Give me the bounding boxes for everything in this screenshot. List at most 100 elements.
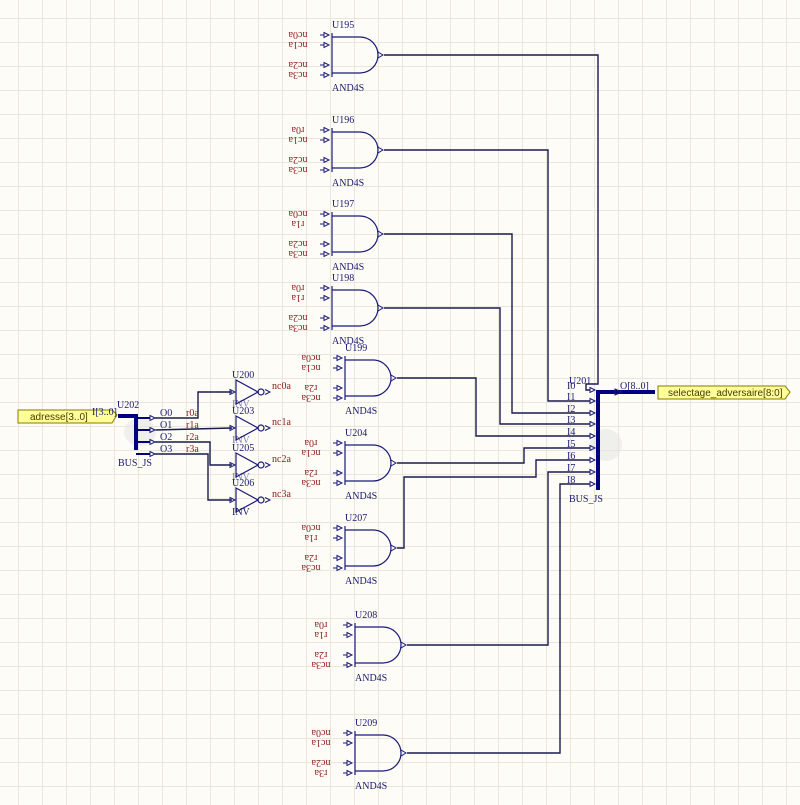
bus-input-pin-icon [589, 456, 597, 464]
pin-arrow-icon [343, 631, 354, 639]
gate-designator: U196 [332, 115, 354, 126]
gate-body [331, 128, 379, 172]
output-pin-icon [400, 749, 407, 757]
bus-output-pin-icon [149, 414, 157, 422]
input-net-label: r2a [304, 382, 317, 393]
gate-type: AND4S [345, 406, 377, 417]
input-port-adresse[interactable]: adresse[3..0] [17, 409, 118, 424]
u201-designator: U201 [569, 376, 591, 387]
input-net-label: r0a [304, 437, 317, 448]
bus-input-pin-icon [589, 420, 597, 428]
bus-net-label: r0a [186, 408, 199, 419]
input-pin-icon [229, 461, 237, 469]
output-port-label: selectage_adversaire[8:0] [668, 388, 783, 399]
bus-output-pin-label: O3 [160, 444, 172, 455]
input-net-label: r3a [314, 767, 327, 778]
bus-output-pin-icon [149, 438, 157, 446]
gate-type: AND4S [332, 178, 364, 189]
bus-input-pin-icon [589, 480, 597, 488]
pin-arrow-icon [320, 314, 331, 322]
gate-designator: U197 [332, 199, 354, 210]
pin-arrow-icon [333, 479, 344, 487]
input-net-label: r2a [314, 649, 327, 660]
bus-input-pin-label: I2 [567, 404, 575, 415]
inverter-body [235, 451, 260, 479]
output-pin-icon [377, 146, 384, 154]
output-pin-icon [264, 462, 272, 468]
input-net-label: nc0a [288, 29, 307, 40]
output-pin-icon [264, 497, 272, 503]
pin-arrow-icon [343, 621, 354, 629]
input-net-label: r1a [291, 218, 304, 229]
bus-output-pin-icon [149, 426, 157, 434]
input-net-label: nc0a [301, 352, 320, 363]
output-pin-icon [377, 230, 384, 238]
inverter-designator: U206 [232, 478, 254, 489]
bus-output-pin-icon [149, 450, 157, 458]
output-port-selectage[interactable]: selectage_adversaire[8:0] [657, 385, 791, 400]
inverter-body [235, 486, 260, 514]
bus-input-pin-label: I1 [567, 392, 575, 403]
bus-output-pin-icon [614, 388, 624, 396]
bus-input-pin-label: I4 [567, 427, 575, 438]
input-net-label: nc1a [288, 39, 307, 50]
input-net-label: nc3a [288, 164, 307, 175]
input-net-label: r0a [291, 282, 304, 293]
bus-net-label: r3a [186, 444, 199, 455]
u202-in-pin: I[3..0] [92, 407, 117, 418]
gate-designator: U208 [355, 610, 377, 621]
gate-designator: U198 [332, 273, 354, 284]
pin-arrow-icon [333, 354, 344, 362]
input-net-label: nc2a [288, 312, 307, 323]
input-net-label: nc3a [311, 659, 330, 670]
pin-arrow-icon [320, 284, 331, 292]
input-net-label: r1a [304, 532, 317, 543]
pin-arrow-icon [320, 136, 331, 144]
bus-input-pin-label: I7 [567, 463, 575, 474]
inverter-body [235, 378, 260, 406]
input-net-label: nc1a [311, 737, 330, 748]
wires-layer [154, 54, 599, 754]
inverter-bubble-icon [257, 461, 265, 469]
pin-arrow-icon [343, 661, 354, 669]
inverter-net-label: nc3a [272, 489, 291, 500]
bus-input-pin-icon [589, 409, 597, 417]
input-net-label: r2a [304, 552, 317, 563]
gear-watermark-icon [124, 418, 156, 446]
pin-arrow-icon [320, 240, 331, 248]
bus-input-pin-label: I8 [567, 475, 575, 486]
input-net-label: nc0a [311, 727, 330, 738]
inverter-bubble-icon [257, 424, 265, 432]
pin-arrow-icon [333, 564, 344, 572]
inverter-designator: U203 [232, 406, 254, 417]
bus-output-pin-label: O0 [160, 408, 172, 419]
gate-type: AND4S [332, 83, 364, 94]
inverter-net-label: nc1a [272, 417, 291, 428]
input-net-label: r1a [314, 629, 327, 640]
output-pin-icon [400, 641, 407, 649]
gate-body [354, 731, 402, 775]
gate-body [331, 212, 379, 256]
bus-input-pin-label: I3 [567, 415, 575, 426]
pin-arrow-icon [333, 394, 344, 402]
u202-designator: U202 [117, 400, 139, 411]
gate-body [331, 33, 379, 77]
pin-arrow-icon [333, 449, 344, 457]
